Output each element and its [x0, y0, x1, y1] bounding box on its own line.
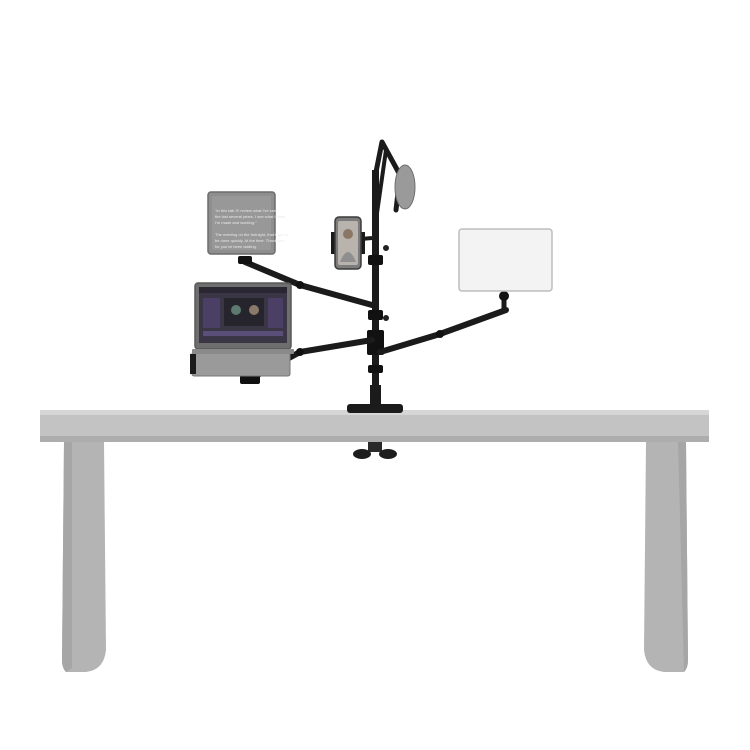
laptop	[190, 282, 294, 377]
clamp-knob-left	[353, 449, 371, 459]
teleprompter-line: be done quickly. At the time. Thank you	[215, 238, 284, 243]
clamp-knob-right	[379, 449, 397, 459]
stand	[347, 170, 403, 413]
teleprompter-line: the last several years. I see what I thi…	[215, 214, 285, 219]
light-panel-face	[458, 228, 553, 292]
arm-light	[377, 291, 509, 355]
teleprompter-text: "In this talk I'll review what I've seen…	[215, 208, 289, 249]
clamp-knobs	[353, 442, 397, 459]
arm-teleprompter	[238, 256, 375, 308]
top-boom	[373, 139, 416, 221]
teleprompter-line: for you've been waiting.	[215, 244, 257, 249]
desk-leg-left	[62, 442, 106, 672]
teleprompter-line: I'm made and working."	[215, 220, 257, 225]
desk-leg-right	[644, 442, 688, 672]
teleprompter-line: The meeting on the fortnight, that's got…	[215, 232, 289, 237]
desk-top	[40, 410, 709, 442]
laptop-tray	[191, 351, 291, 377]
teleprompter: "In this talk I'll review what I've seen…	[207, 191, 289, 255]
phone-holder	[331, 216, 373, 270]
light-panel	[458, 228, 553, 292]
microphone-pad	[394, 164, 416, 210]
teleprompter-line: "In this talk I'll review what I've seen	[215, 208, 278, 213]
stand-pole	[372, 170, 379, 390]
stand-base-clamp	[347, 404, 403, 413]
